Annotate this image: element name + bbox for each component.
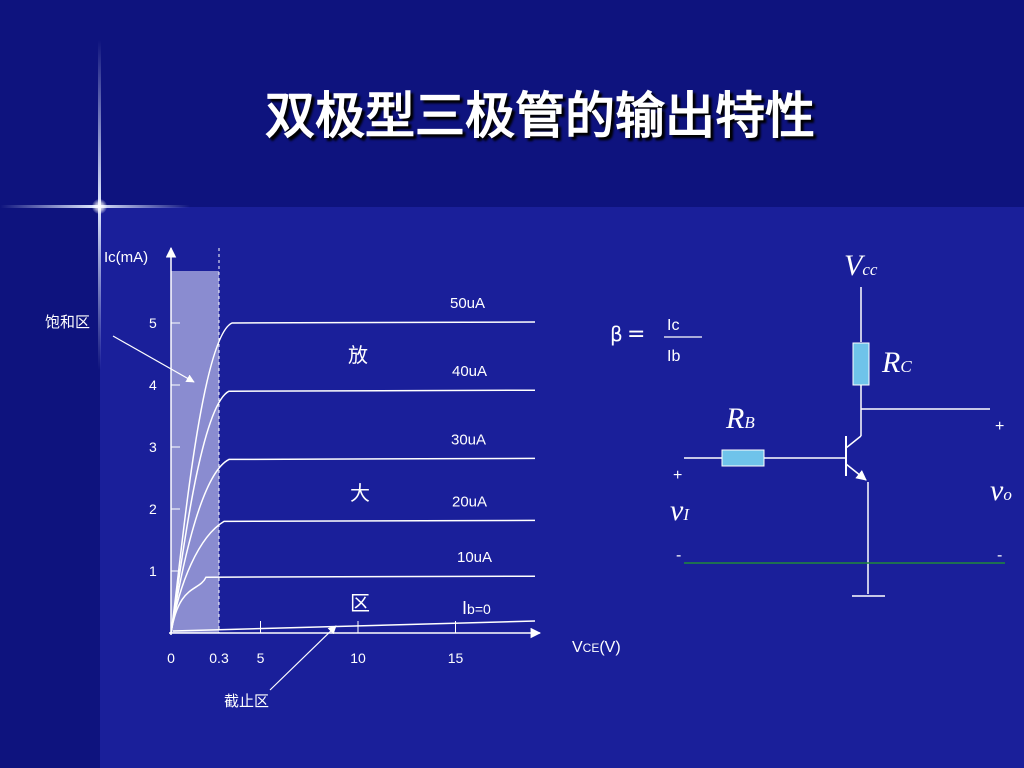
input-minus: - — [676, 547, 681, 564]
active-region-label-3: 区 — [350, 591, 370, 615]
y-axis-label: Ic(mA) — [104, 249, 148, 266]
curve-label-50uA: 50uA — [450, 295, 485, 312]
equals-sign: = — [627, 322, 645, 347]
common-emitter-circuit: Vcc RC RB + - vI + - vo — [670, 249, 1012, 597]
beta-formula: β = Ic Ib — [610, 317, 702, 365]
cutoff-curve-label: Ib=0 — [462, 598, 491, 618]
curve-10uA — [170, 575, 536, 634]
output-plus: + — [995, 418, 1004, 435]
x-tick-label: 10 — [350, 650, 366, 666]
transistor-emitter-arrow — [845, 463, 867, 481]
flare-star-icon — [92, 199, 107, 214]
saturation-pointer — [112, 335, 195, 383]
y-tick-label: 1 — [149, 563, 157, 579]
curve-label-40uA: 40uA — [452, 363, 487, 380]
formula-denominator: Ib — [667, 348, 680, 365]
y-tick-label: 3 — [149, 439, 157, 455]
cutoff-region-label: 截止区 — [224, 692, 269, 710]
x-tick-label: 15 — [448, 650, 464, 666]
x-tick-label: 5 — [257, 650, 265, 666]
vcc-label: Vcc — [844, 249, 878, 282]
rc-resistor — [852, 342, 870, 386]
y-tick-label: 5 — [149, 315, 157, 331]
beta-symbol: β — [610, 322, 623, 346]
output-minus: - — [997, 547, 1002, 564]
curve-ib-zero — [172, 620, 536, 632]
rb-resistor — [721, 449, 765, 467]
x-tick-label: 0.3 — [209, 650, 229, 666]
curve-label-20uA: 20uA — [452, 493, 487, 510]
y-tick-label: 4 — [149, 377, 157, 393]
left-band — [0, 207, 100, 768]
y-tick-label: 2 — [149, 501, 157, 517]
cutoff-pointer — [269, 625, 337, 691]
curve-label-30uA: 30uA — [451, 431, 486, 448]
active-region-label-1: 放 — [348, 343, 368, 367]
x-tick-label: 0 — [167, 650, 175, 666]
transistor-collector — [845, 435, 862, 449]
output-characteristic-chart: 1 2 3 4 5 0 0.3 5 10 15 50uA 40uA 30uA 20uA 10uA Ic(… — [45, 246, 621, 710]
formula-numerator: Ic — [667, 317, 679, 334]
input-plus: + — [673, 467, 682, 484]
active-region-label-2: 大 — [350, 481, 370, 505]
vi-label: vI — [670, 494, 690, 527]
vo-label: vo — [990, 474, 1012, 507]
title-band — [0, 0, 1024, 207]
rc-label: RC — [881, 346, 912, 379]
saturation-region-label: 饱和区 — [45, 313, 90, 331]
slide-title: 双极型三极管的输出特性 — [265, 86, 815, 145]
curve-label-10uA: 10uA — [457, 549, 492, 566]
rb-label: RB — [725, 402, 755, 435]
x-axis-label: VCE(V) — [572, 639, 621, 656]
